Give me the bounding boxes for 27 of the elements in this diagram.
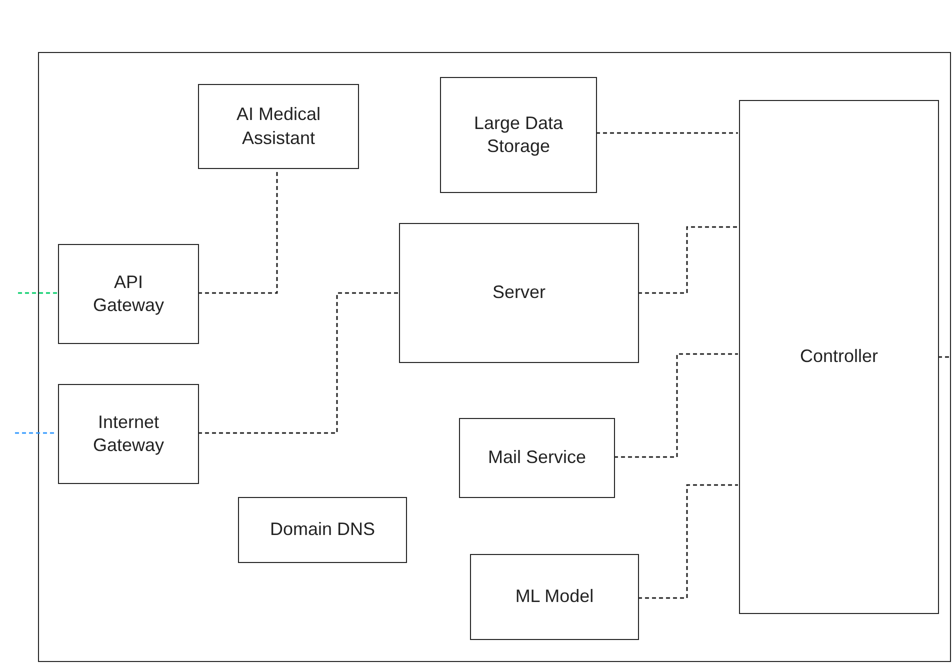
service-box [238, 497, 407, 563]
service-box [399, 223, 639, 363]
node-label: ML Model [515, 585, 594, 608]
service-box [58, 384, 199, 484]
node-label: Server [492, 281, 546, 304]
connector-line [638, 484, 738, 599]
service-box [470, 554, 639, 640]
service-box [58, 244, 199, 344]
container-box [38, 52, 951, 662]
node-label: Internet Gateway [92, 410, 166, 457]
connector-line [638, 226, 738, 294]
node-label: Mail Service [488, 446, 586, 470]
node-label: AI Medical Assistant [235, 103, 322, 150]
service-box [739, 100, 939, 614]
connector-line [198, 292, 398, 434]
connector-line [938, 356, 950, 358]
connector-line [614, 353, 738, 458]
node-label: Controller [800, 345, 878, 368]
service-box [198, 84, 359, 169]
node-label: Domain DNS [270, 518, 376, 542]
node-label: Large Data Storage [472, 112, 564, 158]
connector-line [596, 132, 738, 134]
connector-line [18, 292, 57, 294]
connector-line [15, 432, 57, 434]
service-box [440, 77, 597, 193]
service-box [459, 418, 615, 498]
node-label: API Gateway [92, 270, 166, 317]
